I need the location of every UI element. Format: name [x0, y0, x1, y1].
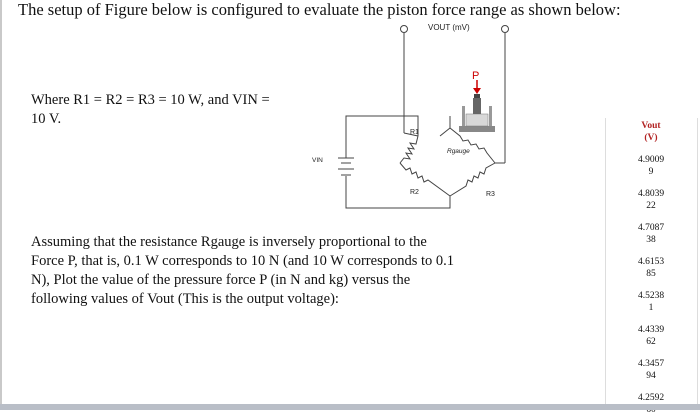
vout-table-row: 4.8039 22: [612, 188, 690, 212]
vout-value-line2: 1: [648, 303, 654, 313]
vout-value-line1: 4.6153: [637, 257, 665, 267]
given-line-2: 10 V.: [31, 111, 62, 127]
table-border-right: [697, 118, 698, 404]
vout-value-line2: 62: [646, 337, 656, 347]
resistor-r2: [399, 162, 451, 197]
force-p-label: P: [472, 70, 479, 82]
resistor-r3: [449, 162, 496, 197]
vout-table-row: 4.4339 62: [612, 324, 690, 348]
vout-terminal-left: [400, 25, 408, 33]
vout-value-line1: 4.7087: [637, 223, 665, 233]
vout-label: VOUT (mV): [428, 23, 470, 32]
vout-table-row: 4.5238 1: [612, 290, 690, 314]
battery-icon: [338, 157, 354, 176]
r3-label: R3: [486, 191, 495, 198]
left-border: [0, 0, 2, 404]
question-prompt: Assuming that the resistance Rgauge is i…: [31, 234, 455, 307]
vout-table-row: 4.7087 38: [612, 222, 690, 246]
vout-table-row: 4.6153 85: [612, 256, 690, 280]
vout-value-line1: 4.5238: [637, 291, 665, 301]
r1-label: R1: [410, 129, 419, 136]
vout-value-line2: 38: [646, 235, 656, 245]
vout-value-line1: 4.9009: [637, 155, 665, 165]
given-values: Where R1 = R2 = R3 = 10 W, and VIN = 10 …: [31, 91, 291, 129]
bottom-scrollbar[interactable]: [0, 404, 700, 410]
vout-value-line2: 94: [646, 371, 656, 381]
piston-icon: [459, 94, 495, 132]
question-title: The setup of Figure below is configured …: [18, 0, 621, 19]
vout-table-row: 4.3457 94: [612, 358, 690, 382]
rgauge-label: Rgauge: [447, 148, 470, 155]
vout-value-line1: 4.3457: [637, 359, 665, 369]
vin-label: VIN: [312, 157, 323, 164]
vout-value-line2: 9: [648, 167, 654, 177]
vout-terminal-right: [501, 25, 509, 33]
resistor-rgauge: [449, 127, 496, 164]
r2-label: R2: [410, 189, 419, 196]
vout-value-line1: 4.4339: [637, 325, 665, 335]
vout-table-row: 4.9009 9: [612, 154, 690, 178]
table-border-left: [605, 118, 606, 404]
vout-value-line1: 4.8039: [637, 189, 665, 199]
vout-table-header: Vout (V): [641, 121, 661, 143]
vout-table: Vout (V) 4.9009 9 4.8039 22 4.7087 38 4.6153 85…: [612, 120, 690, 416]
vout-value-line2: 85: [646, 269, 656, 279]
vout-value-line1: 4.2592: [637, 393, 665, 403]
resistor-r1: [399, 135, 419, 164]
bridge-circuit-figure: VOUT (mV) R1 Rgauge R2 R3 VIN P: [312, 23, 509, 209]
force-arrow-icon: [473, 80, 481, 94]
given-line-1: Where R1 = R2 = R3 = 10 W, and VIN =: [31, 92, 270, 108]
vout-value-line2: 22: [646, 201, 656, 211]
